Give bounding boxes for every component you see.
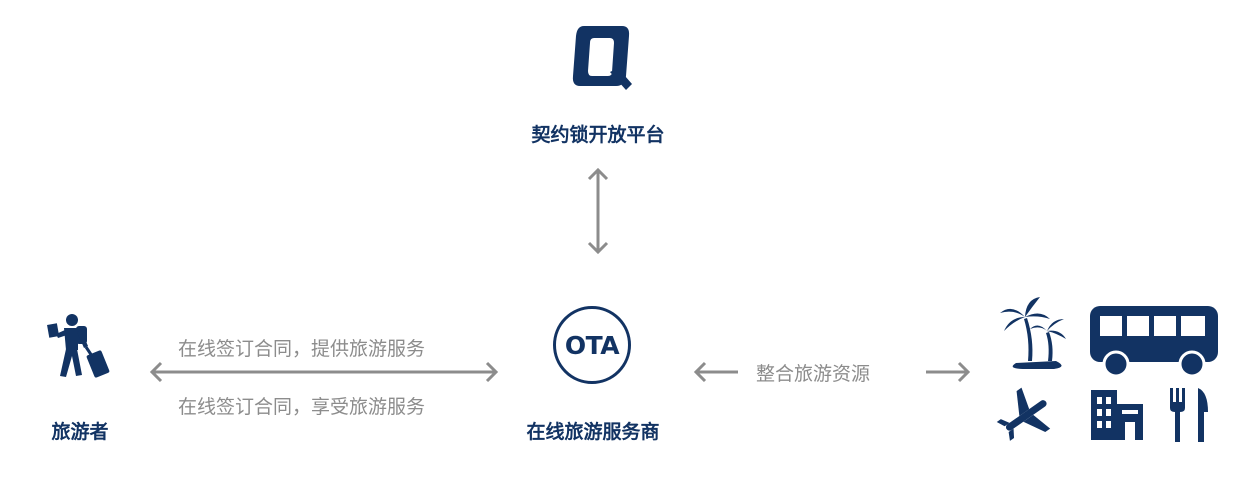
bus-icon (1090, 306, 1218, 378)
ota-resources-arrow-right (926, 361, 971, 383)
traveler-ota-arrow (149, 361, 499, 383)
airplane-icon (996, 387, 1051, 441)
ota-label: 在线旅游服务商 (526, 421, 660, 443)
platform-ota-arrow (587, 167, 609, 255)
edge-label-resources: 整合旅游资源 (756, 363, 871, 385)
ota-resources-arrow-left (693, 361, 738, 383)
ota-circle-icon: OTA (553, 306, 631, 384)
traveler-label: 旅游者 (51, 421, 109, 443)
palm-trees-icon (1000, 297, 1066, 369)
restaurant-icon (1170, 388, 1208, 442)
platform-label: 契约锁开放平台 (531, 124, 665, 146)
edge-label-bottom: 在线签订合同，享受旅游服务 (178, 396, 426, 418)
qiyuesuo-q-logo-icon (572, 26, 632, 90)
traveler-with-luggage-icon (47, 314, 110, 378)
ota-badge-text: OTA (564, 330, 620, 360)
resources-group (994, 292, 1224, 452)
hotel-icon (1091, 390, 1143, 440)
edge-label-top: 在线签订合同，提供旅游服务 (178, 338, 426, 360)
